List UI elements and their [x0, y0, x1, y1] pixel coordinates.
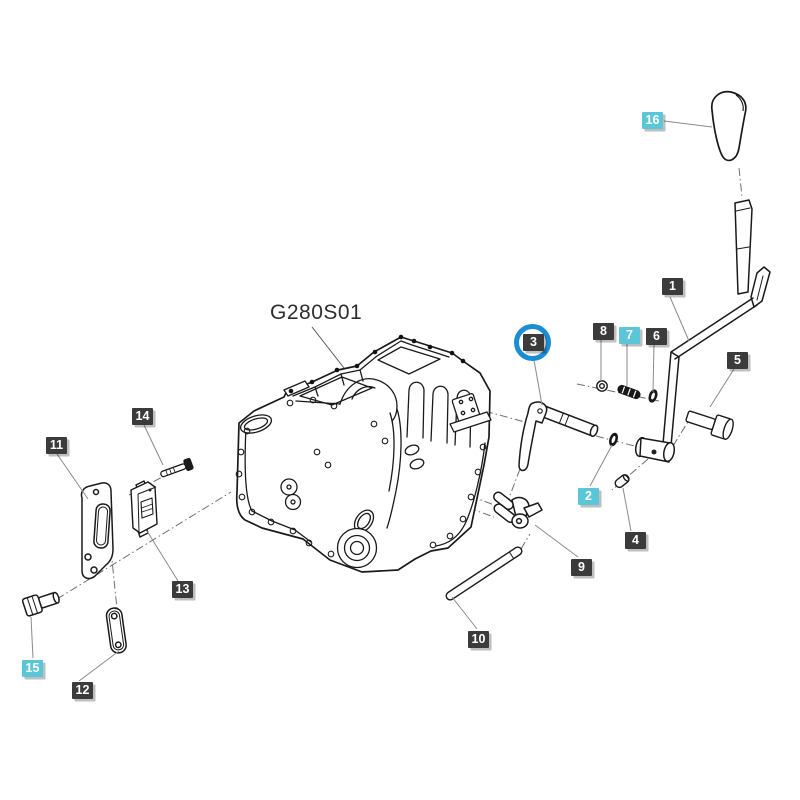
- part-label-3[interactable]: 3: [523, 334, 544, 351]
- part-label-10[interactable]: 10: [468, 631, 489, 648]
- highlight-ring: [514, 324, 551, 361]
- part-label-2[interactable]: 2: [578, 488, 599, 505]
- part-label-11[interactable]: 11: [46, 437, 67, 454]
- bolt-15: [21, 591, 60, 617]
- part-label-8[interactable]: 8: [593, 323, 614, 340]
- gear-knob: [710, 90, 747, 162]
- gearbox-housing: [235, 334, 492, 573]
- part-label-9[interactable]: 9: [571, 559, 592, 576]
- part-label-16[interactable]: 16: [642, 112, 663, 129]
- spring-7: [617, 384, 641, 400]
- bolt-5: [685, 410, 734, 441]
- assembly-code[interactable]: G280S01: [270, 301, 363, 324]
- switch-13: [130, 480, 158, 538]
- part-label-1[interactable]: 1: [662, 278, 683, 295]
- o-ring-6: [648, 389, 658, 403]
- shift-arm: [518, 401, 599, 472]
- gear-lever: [634, 199, 771, 463]
- part-label-12[interactable]: 12: [72, 682, 93, 699]
- shift-fork: [493, 491, 543, 529]
- part-label-6[interactable]: 6: [646, 328, 667, 345]
- rod-10: [445, 546, 523, 601]
- part-label-15[interactable]: 15: [22, 660, 43, 677]
- part-label-13[interactable]: 13: [172, 581, 193, 598]
- washer-8: [596, 380, 608, 392]
- leader-lines: [30, 120, 735, 682]
- link-plate-12: [105, 607, 127, 654]
- pin-4: [614, 474, 630, 489]
- part-label-4[interactable]: 4: [625, 532, 646, 549]
- part-label-14[interactable]: 14: [132, 408, 153, 425]
- part-label-5[interactable]: 5: [727, 352, 748, 369]
- part-label-7[interactable]: 7: [619, 327, 640, 344]
- bracket-plate-11: [80, 482, 114, 580]
- o-ring-2: [608, 432, 619, 447]
- bolt-14: [160, 457, 194, 478]
